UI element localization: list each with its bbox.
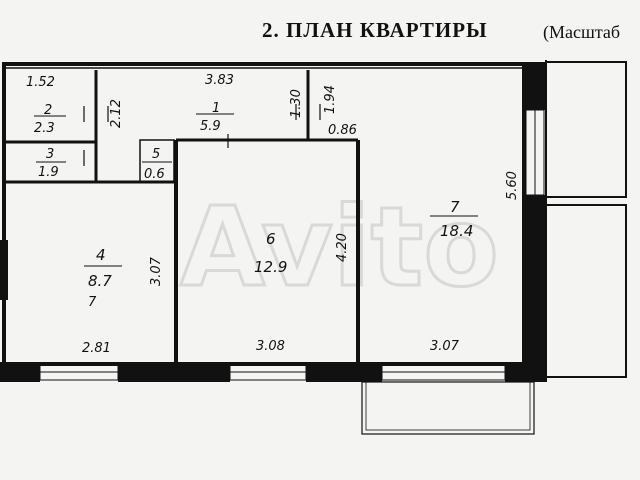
room-4-dim-width: 2.81 — [82, 341, 111, 356]
room-7-area: 18.4 — [440, 222, 473, 240]
room-2-number: 2 — [44, 103, 52, 118]
room-6-area: 12.9 — [254, 258, 287, 276]
walls — [0, 60, 627, 435]
room-2-area: 2.3 — [34, 121, 55, 136]
room-4-label: 4 8.7 7 3.07 2.81 — [82, 246, 164, 356]
room-5-area: 0.6 — [144, 167, 165, 182]
room-7-label: 7 18.4 5.60 3.07 — [430, 171, 520, 354]
room-5-label: 5 0.6 — [142, 147, 172, 182]
misc-dimensions: 1.94 0.86 — [323, 85, 357, 138]
room-4-dim-height: 3.07 — [149, 256, 164, 286]
room-4-area: 8.7 — [88, 272, 112, 290]
room-6-label: 6 12.9 4.20 3.08 — [254, 230, 350, 354]
room-3-area: 1.9 — [38, 165, 59, 180]
dim-194: 1.94 — [323, 85, 338, 114]
room-1-dim-width: 3.83 — [205, 73, 234, 88]
room-1-area: 5.9 — [200, 119, 221, 134]
room-6-number: 6 — [266, 230, 276, 248]
room-4-extra: 7 — [88, 295, 97, 310]
room-1-dim-height: 1.30 — [289, 89, 304, 118]
room-2-dim-width: 1.52 — [26, 75, 55, 90]
room-7-dim-height: 5.60 — [505, 171, 520, 200]
room-6-dim-width: 3.08 — [256, 339, 285, 354]
room-1-label: 3.83 1 5.9 1.30 — [196, 73, 304, 134]
room-3-label: 3 1.9 — [36, 147, 66, 180]
dim-086: 0.86 — [328, 123, 357, 138]
room-4-number: 4 — [96, 246, 106, 264]
room-5-number: 5 — [152, 147, 160, 162]
room-7-dim-width: 3.07 — [430, 339, 460, 354]
page-subtitle: (Масштаб — [543, 22, 621, 42]
room-6-dim-height: 4.20 — [335, 233, 350, 262]
room-2-label: 1.52 2 2.3 2.12 — [26, 75, 124, 136]
room-7-number: 7 — [450, 198, 460, 216]
room-3-number: 3 — [46, 147, 54, 162]
room-2-dim-height: 2.12 — [109, 99, 124, 128]
room-1-number: 1 — [212, 101, 220, 116]
page-title: 2. ПЛАН КВАРТИРЫ — [262, 18, 488, 42]
watermark: Avito — [180, 183, 499, 311]
